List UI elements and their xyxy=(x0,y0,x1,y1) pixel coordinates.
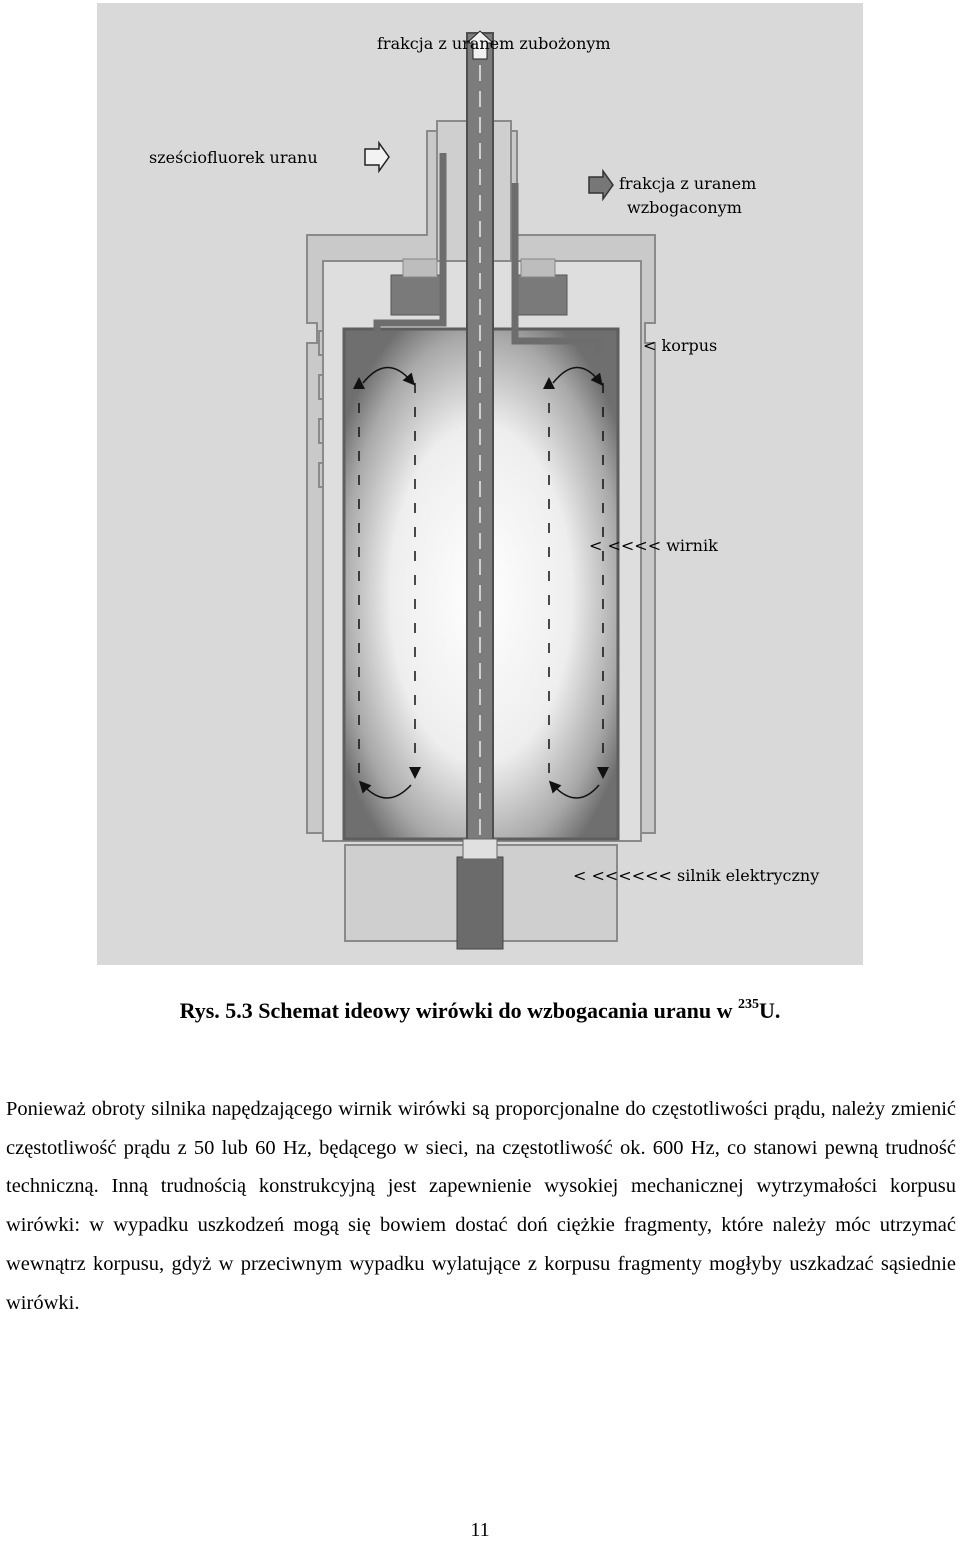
label-enriched-fraction-1: frakcja z uranem xyxy=(619,174,756,193)
label-casing: < korpus xyxy=(643,336,717,355)
scoop-tube-left xyxy=(373,153,447,333)
caption-element: U. xyxy=(759,998,781,1023)
label-rotor: < <<<< wirnik xyxy=(589,536,718,555)
label-enriched-fraction-2: wzbogaconym xyxy=(627,198,742,217)
enriched-arrow xyxy=(588,168,614,202)
page-number: 11 xyxy=(470,1519,490,1541)
centrifuge-diagram: frakcja z uranem zubożonym sześciofluore… xyxy=(97,3,863,965)
scoop-tube-right xyxy=(511,183,601,353)
upper-bearing-right xyxy=(512,274,568,316)
label-depleted-fraction: frakcja z uranem zubożonym xyxy=(377,34,611,53)
feed-arrow xyxy=(364,140,390,174)
caption-isotope-mass: 235 xyxy=(738,996,760,1012)
circulation-flow-left xyxy=(353,366,421,799)
body-paragraph: Ponieważ obroty silnika napędzającego wi… xyxy=(6,1098,956,1314)
figure-caption: Rys. 5.3 Schemat ideowy wirówki do wzbog… xyxy=(0,996,960,1024)
depleted-arrow xyxy=(465,30,495,60)
label-feed-uf6: sześciofluorek uranu xyxy=(149,148,318,167)
label-motor: < <<<<<< silnik elektryczny xyxy=(573,866,819,885)
upper-bearing-left xyxy=(390,274,446,316)
circulation-flow-right xyxy=(543,366,609,799)
electric-motor xyxy=(456,856,504,950)
body-text: Ponieważ obroty silnika napędzającego wi… xyxy=(6,1090,956,1322)
caption-text: Rys. 5.3 Schemat ideowy wirówki do wzbog… xyxy=(179,998,739,1023)
